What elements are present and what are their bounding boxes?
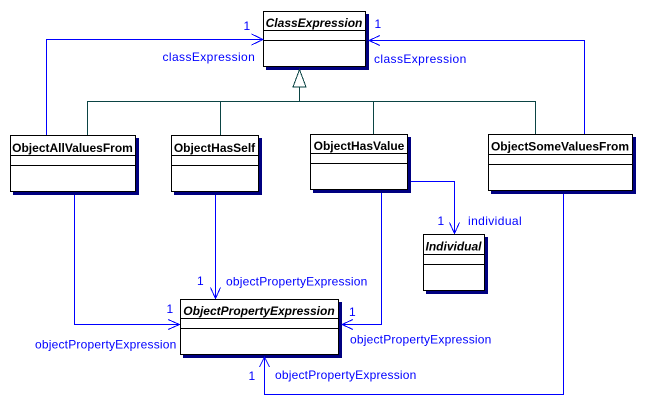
svg-text:classExpression: classExpression [163,50,256,64]
svg-text:ObjectAllValuesFrom: ObjectAllValuesFrom [12,141,133,155]
svg-text:ObjectHasSelf: ObjectHasSelf [174,141,256,155]
svg-text:ObjectSomeValuesFrom: ObjectSomeValuesFrom [491,140,629,154]
svg-text:Individual: Individual [425,240,482,254]
svg-text:1: 1 [197,274,204,288]
svg-text:1: 1 [249,369,256,383]
svg-text:1: 1 [438,214,445,228]
svg-text:classExpression: classExpression [374,52,467,66]
svg-text:1: 1 [244,19,251,33]
svg-text:objectPropertyExpression: objectPropertyExpression [350,333,492,347]
svg-text:objectPropertyExpression: objectPropertyExpression [226,275,368,289]
svg-text:ClassExpression: ClassExpression [266,16,363,30]
svg-text:1: 1 [167,302,174,316]
svg-text:1: 1 [349,305,356,319]
svg-text:ObjectHasValue: ObjectHasValue [314,139,405,153]
svg-text:ObjectPropertyExpression: ObjectPropertyExpression [183,304,334,318]
svg-text:1: 1 [375,17,382,31]
svg-text:individual: individual [468,214,522,228]
svg-text:objectPropertyExpression: objectPropertyExpression [275,368,417,382]
svg-text:objectPropertyExpression: objectPropertyExpression [35,338,177,352]
